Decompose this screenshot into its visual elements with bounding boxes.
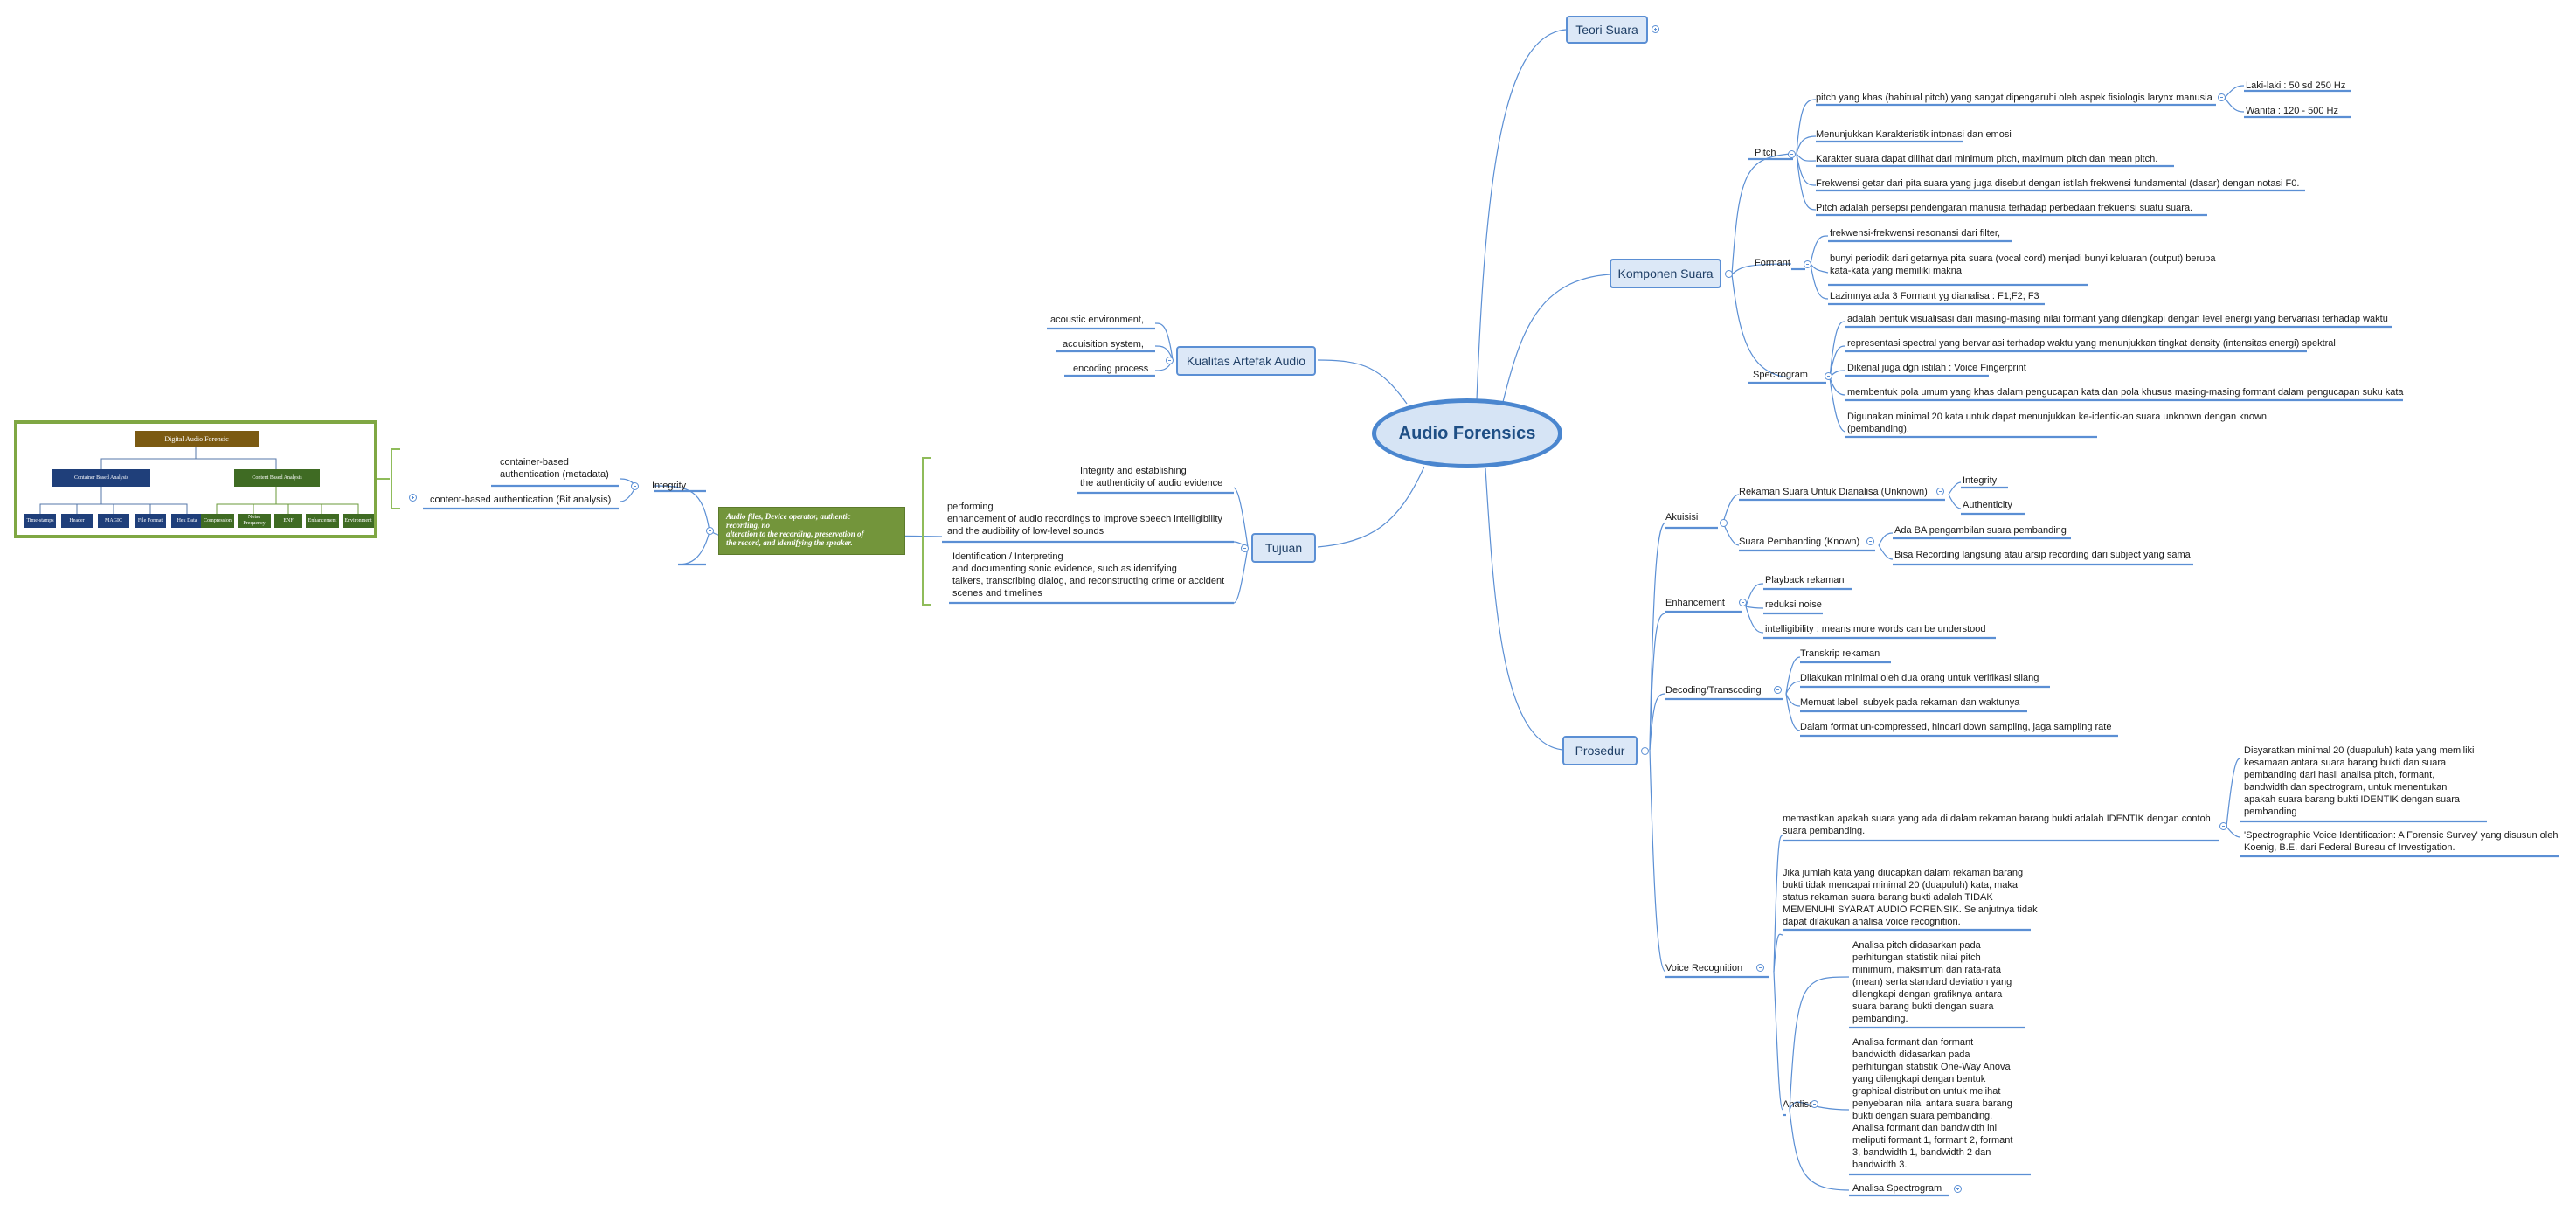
decoding-item[interactable]: Dalam format un-compressed, hindari down… (1800, 722, 2112, 732)
collapse-toggle-icon[interactable] (1756, 964, 1764, 972)
pitch-item[interactable]: Karakter suara dapat dilihat dari minimu… (1816, 154, 2158, 164)
auth-item[interactable]: container-based authentication (metadata… (500, 457, 609, 480)
collapse-toggle-icon[interactable] (1804, 260, 1811, 268)
image-content-box: Content Based Analysis (234, 469, 320, 487)
collapse-toggle-icon[interactable] (2218, 93, 2226, 101)
enhancement-item[interactable]: Playback rekaman (1765, 575, 1845, 585)
akuisisi-unknown[interactable]: Rekaman Suara Untuk Dianalisa (Unknown) (1739, 487, 1928, 497)
spectrogram-label[interactable]: Spectrogram (1753, 370, 1808, 380)
kualitas-item[interactable]: encoding process (1073, 364, 1149, 374)
expand-toggle-icon[interactable] (1954, 1185, 1962, 1193)
pitch-item[interactable]: Menunjukkan Karakteristik intonasi dan e… (1816, 129, 2012, 140)
expand-toggle-icon[interactable] (1652, 25, 1659, 33)
formant-label[interactable]: Formant (1755, 258, 1790, 268)
akuisisi-unknown-item[interactable]: Authenticity (1963, 500, 2012, 510)
enhancement-item[interactable]: reduksi noise (1765, 599, 1822, 610)
image-container-box: Container Based Analysis (52, 469, 150, 487)
collapse-toggle-icon[interactable] (631, 482, 639, 490)
pitch-habitual-item[interactable]: Laki-laki : 50 sd 250 Hz (2246, 80, 2346, 91)
pitch-item[interactable]: Frekwensi getar dari pita suara yang jug… (1816, 178, 2300, 189)
decoding-item[interactable]: Transkrip rekaman (1800, 648, 1880, 659)
kualitas-item[interactable]: acoustic environment, (1050, 315, 1144, 325)
auth-item[interactable]: content-based authentication (Bit analys… (430, 495, 612, 505)
analisa-item[interactable]: Analisa pitch didasarkan pada perhitunga… (1852, 940, 2012, 1024)
analisa-item[interactable]: Analisa Spectrogram (1852, 1183, 1942, 1194)
image-connectors (39, 447, 359, 514)
pitch-habitual-item[interactable]: Wanita : 120 - 500 Hz (2246, 106, 2338, 116)
pitch-label[interactable]: Pitch (1755, 148, 1776, 158)
collapse-toggle-icon[interactable] (1725, 270, 1733, 278)
spectrogram-item[interactable]: Dikenal juga dgn istilah : Voice Fingerp… (1847, 363, 2026, 373)
collapse-toggle-icon[interactable] (2219, 822, 2227, 830)
topic-komponen-suara[interactable]: Komponen Suara (1610, 259, 1721, 288)
image-content-item: ENF (274, 514, 302, 528)
tujuan-item[interactable]: performing enhancement of audio recordin… (947, 502, 1222, 537)
spectrogram-item[interactable]: representasi spectral yang bervariasi te… (1847, 338, 2336, 349)
collapse-toggle-icon[interactable] (1720, 519, 1728, 527)
central-topic[interactable]: Audio Forensics (1372, 398, 1562, 468)
expand-toggle-icon[interactable] (409, 494, 417, 502)
collapse-toggle-icon[interactable] (1241, 544, 1249, 552)
image-title: Digital Audio Forensic (135, 431, 259, 447)
digital-audio-forensic-image: Digital Audio Forensic Container Based A… (14, 420, 377, 538)
voice-identik-item[interactable]: Disyaratkan minimal 20 (duapuluh) kata y… (2244, 745, 2475, 817)
collapse-toggle-icon[interactable] (1774, 686, 1782, 694)
pitch-item[interactable]: Pitch adalah persepsi pendengaran manusi… (1816, 203, 2193, 213)
akuisisi-label[interactable]: Akuisisi (1665, 512, 1699, 523)
collapse-toggle-icon[interactable] (1739, 599, 1747, 606)
decoding-label[interactable]: Decoding/Transcoding (1665, 685, 1762, 696)
collapse-toggle-icon[interactable] (1788, 150, 1796, 158)
voice-label[interactable]: Voice Recognition (1665, 963, 1743, 973)
akuisisi-known-item[interactable]: Bisa Recording langsung atau arsip recor… (1894, 550, 2191, 560)
image-content-item: Environment (343, 514, 374, 528)
image-container-item: Time-stamps (24, 514, 56, 528)
tujuan-item[interactable]: Identification / Interpreting and docume… (952, 551, 1225, 599)
decoding-item[interactable]: Dilakukan minimal oleh dua orang untuk v… (1800, 673, 2039, 683)
topic-tujuan[interactable]: Tujuan (1251, 533, 1316, 563)
integrity-label[interactable]: Integrity (652, 481, 687, 491)
formant-item[interactable]: Lazimnya ada 3 Formant yg dianalisa : F1… (1830, 291, 2039, 301)
image-content-item: Noise Frequency (238, 514, 271, 528)
voice-jika[interactable]: Jika jumlah kata yang diucapkan dalam re… (1783, 868, 2038, 927)
collapse-toggle-icon[interactable] (1936, 488, 1944, 495)
image-content-item: Compression (201, 514, 234, 528)
akuisisi-unknown-item[interactable]: Integrity (1963, 475, 1998, 486)
spectrogram-item[interactable]: membentuk pola umum yang khas dalam peng… (1847, 387, 2404, 398)
akuisisi-known[interactable]: Suara Pembanding (Known) (1739, 537, 1860, 547)
collapse-toggle-icon[interactable] (1811, 1100, 1818, 1108)
enhancement-item[interactable]: intelligibility : means more words can b… (1765, 624, 1986, 634)
spectrogram-item[interactable]: Digunakan minimal 20 kata untuk dapat me… (1847, 412, 2268, 434)
image-container-item: Header (61, 514, 93, 528)
image-content-item: Enhancement (306, 514, 339, 528)
pitch-item[interactable]: pitch yang khas (habitual pitch) yang sa… (1816, 93, 2212, 103)
analisa-item[interactable]: Analisa formant dan formant bandwidth di… (1852, 1037, 2013, 1170)
enhancement-label[interactable]: Enhancement (1665, 598, 1725, 608)
image-container-item: MAGIC (98, 514, 129, 528)
topic-kualitas-artefak[interactable]: Kualitas Artefak Audio (1176, 346, 1316, 376)
collapse-toggle-icon[interactable] (1641, 747, 1649, 755)
image-container-item: File Format (135, 514, 166, 528)
spectrogram-item[interactable]: adalah bentuk visualisasi dari masing-ma… (1847, 314, 2388, 324)
voice-identik[interactable]: memastikan apakah suara yang ada di dala… (1783, 814, 2211, 836)
topic-teori-suara[interactable]: Teori Suara (1566, 16, 1648, 44)
image-container-item: Hex Data (171, 514, 203, 528)
integrity-note[interactable]: Audio files, Device operator, authentic … (718, 507, 905, 555)
analisa-label[interactable]: Analisa (1783, 1099, 1815, 1110)
collapse-toggle-icon[interactable] (1166, 357, 1174, 364)
collapse-toggle-icon[interactable] (1866, 537, 1874, 545)
collapse-toggle-icon[interactable] (706, 527, 714, 535)
voice-identik-item[interactable]: 'Spectrographic Voice Identification: A … (2244, 830, 2559, 853)
formant-item[interactable]: bunyi periodik dari getarnya pita suara … (1830, 253, 2216, 276)
topic-prosedur[interactable]: Prosedur (1562, 736, 1638, 765)
formant-item[interactable]: frekwensi-frekwensi resonansi dari filte… (1830, 228, 2001, 239)
akuisisi-known-item[interactable]: Ada BA pengambilan suara pembanding (1894, 525, 2067, 536)
decoding-item[interactable]: Memuat label subyek pada rekaman dan wak… (1800, 697, 2020, 708)
kualitas-item[interactable]: acquisition system, (1063, 339, 1144, 350)
collapse-toggle-icon[interactable] (1825, 372, 1832, 380)
tujuan-item[interactable]: Integrity and establishing the authentic… (1080, 466, 1223, 488)
